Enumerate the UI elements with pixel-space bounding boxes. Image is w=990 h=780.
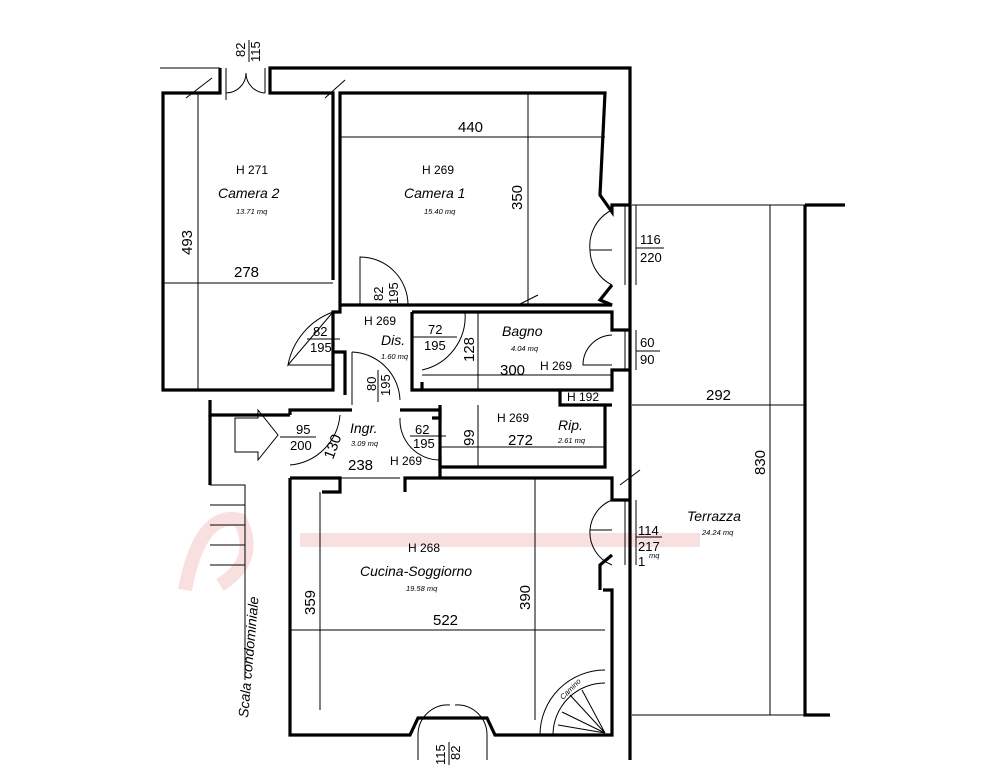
ingr-depth: 130 <box>321 432 346 461</box>
stairs-label: Scala condominiale <box>235 596 262 719</box>
rip-depth: 99 <box>461 429 478 446</box>
door-cam1-h: 195 <box>386 282 401 304</box>
camera1-name: Camera 1 <box>404 185 465 201</box>
bagno-height: H 269 <box>540 359 572 373</box>
fireplace: Camino <box>539 669 606 736</box>
bagno-height-low: H 192 <box>567 390 599 404</box>
ingr-name: Ingr. <box>350 420 378 436</box>
door-swings <box>225 72 613 736</box>
bagno-name: Bagno <box>502 323 543 339</box>
top-window-w: 82 <box>233 43 248 57</box>
opening-labels: 82 115 116 220 60 90 114 217 1 mq 115 82… <box>233 40 664 765</box>
terrazza-name: Terrazza <box>687 508 741 524</box>
stairs <box>210 408 279 680</box>
door-cam2-w: 82 <box>313 324 327 339</box>
door-rip-w: 62 <box>415 422 429 437</box>
cucina-depth-2: 390 <box>517 585 534 610</box>
cucina-window-h: 217 <box>638 539 660 554</box>
ingr-width: 238 <box>348 457 373 474</box>
rip-area: 2.61 mq <box>557 436 586 445</box>
camera2-name: Camera 2 <box>218 185 280 201</box>
camera2-area: 13.71 mq <box>236 207 268 216</box>
door-rip-h: 195 <box>413 436 435 451</box>
terrazza-area: 24.24 mq <box>701 528 734 537</box>
camera1-depth: 350 <box>509 185 526 210</box>
camera2-depth: 493 <box>179 230 196 255</box>
cucina-area: 19.58 mq <box>406 584 438 593</box>
top-window-h: 115 <box>248 41 263 62</box>
fireplace-label: Camino <box>558 677 583 702</box>
rip-height: H 269 <box>497 411 529 425</box>
cucina-height: H 268 <box>408 541 440 555</box>
cucina-depth: 359 <box>302 590 319 615</box>
ingr-area: 3.09 mq <box>351 439 379 448</box>
rip-width: 272 <box>508 432 533 449</box>
watermark <box>178 511 700 592</box>
dis-height: H 269 <box>364 314 396 328</box>
camera1-height: H 269 <box>422 163 454 177</box>
door-bagno-h: 195 <box>424 338 446 353</box>
dimension-lines <box>163 77 805 720</box>
terrazza-width: 292 <box>706 387 731 404</box>
door-cam2-h: 195 <box>310 340 332 355</box>
cucina-window-area: 1 <box>638 554 645 569</box>
door-entry-w: 95 <box>296 422 310 437</box>
cucina-window-unit: mq <box>649 551 660 560</box>
door-dis-h: 195 <box>378 374 393 396</box>
walls <box>160 66 845 760</box>
camera2-height: H 271 <box>236 163 268 177</box>
bagno-window-h: 90 <box>640 352 654 367</box>
cucina-window-w: 114 <box>638 523 659 538</box>
door-dis-w: 80 <box>364 377 379 391</box>
bagno-area: 4.04 mq <box>511 344 539 353</box>
door-bagno-w: 72 <box>428 322 442 337</box>
bagno-window-w: 60 <box>640 335 654 350</box>
camera2-width: 278 <box>234 264 259 281</box>
bottom-window-h: 115 <box>433 744 448 765</box>
bagno-depth: 128 <box>461 337 478 362</box>
cucina-name: Cucina-Soggiorno <box>360 563 472 579</box>
dis-area: 1.60 mq <box>381 352 409 361</box>
door-entry-h: 200 <box>290 438 312 453</box>
ingr-height: H 269 <box>390 454 422 468</box>
terrazza-depth: 830 <box>752 450 769 475</box>
dis-name: Dis. <box>381 332 405 348</box>
cam1-window-w: 116 <box>640 232 661 247</box>
camera1-area: 15.40 mq <box>424 207 456 216</box>
cam1-window-h: 220 <box>640 250 662 265</box>
bagno-width: 300 <box>500 362 525 379</box>
rip-name: Rip. <box>558 417 583 433</box>
cucina-width: 522 <box>433 612 458 629</box>
camera1-width: 440 <box>458 119 483 136</box>
door-cam1-w: 82 <box>371 287 386 301</box>
bottom-window-w: 82 <box>448 746 463 760</box>
